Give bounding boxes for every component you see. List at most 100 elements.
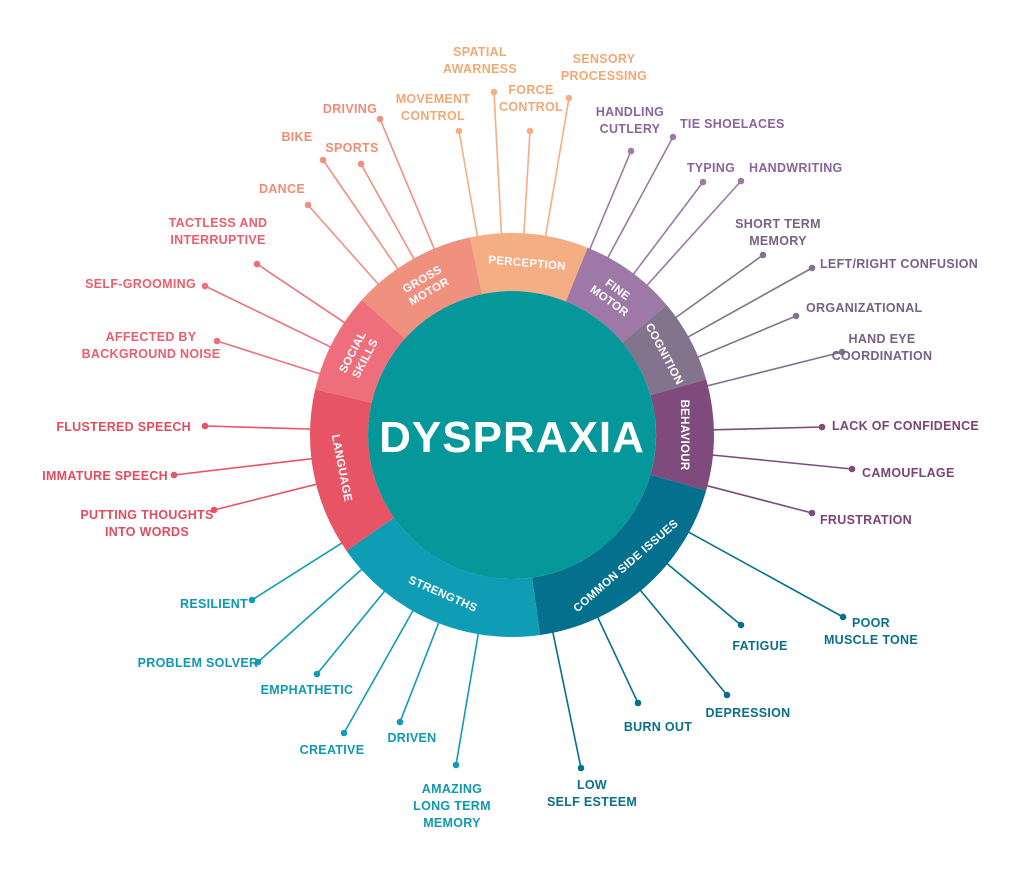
leader-line (307, 204, 383, 289)
item-label-strengths: CREATIVE (300, 743, 365, 757)
item-label-strengths: DRIVEN (387, 731, 436, 745)
item-label-social-skills: INTERRUPTIVE (170, 233, 265, 247)
leader-dot (304, 201, 312, 209)
leader-dot (201, 422, 209, 430)
segment-perception (470, 233, 588, 302)
item-label-strengths: AMAZING (422, 782, 482, 796)
item-label-common-side-issues: LOW (577, 778, 607, 792)
leader-line (213, 482, 323, 511)
item-label-gross-motor: DANCE (259, 182, 305, 196)
leader-dot (808, 509, 816, 517)
leader-dot (838, 348, 846, 356)
leader-line (587, 150, 632, 255)
leader-line (604, 136, 674, 263)
segment-language (309, 389, 395, 551)
leader-dot (792, 312, 800, 320)
leader-line (379, 118, 438, 255)
leader-dot (759, 251, 767, 259)
item-label-cognition: SHORT TERM (735, 217, 821, 231)
leader-line (173, 457, 318, 476)
item-label-language: IMMATURE SPEECH (42, 469, 168, 483)
item-label-perception: PROCESSING (561, 69, 647, 83)
segment-common-side-issues (532, 474, 707, 636)
leader-lines (170, 88, 856, 772)
leader-line (204, 285, 337, 351)
leader-line (629, 181, 704, 280)
leader-dot (577, 764, 585, 772)
leader-line (642, 180, 742, 290)
item-label-cognition: LEFT/RIGHT CONFUSION (820, 257, 978, 271)
leader-dot (170, 471, 178, 479)
leader-dot (737, 621, 745, 629)
item-label-language: FLUSTERED SPEECH (56, 420, 191, 434)
leader-line (683, 528, 844, 618)
item-label-social-skills: BACKGROUND NOISE (82, 347, 221, 361)
leader-dot (319, 156, 327, 164)
leader-line (316, 586, 389, 675)
leader-dot (357, 160, 365, 168)
item-label-perception: MOVEMENT (396, 92, 471, 106)
item-label-language: INTO WORDS (105, 525, 189, 539)
leader-line (360, 163, 418, 265)
leader-dot (455, 127, 463, 135)
leader-dot (839, 613, 847, 621)
leader-line (707, 426, 823, 431)
leader-line (543, 97, 570, 242)
segment-behaviour (650, 379, 714, 491)
item-labels: SPATIALAWARNESSFORCECONTROLSENSORYPROCES… (42, 45, 979, 830)
leader-dot (313, 670, 321, 678)
item-label-common-side-issues: POOR (852, 616, 890, 630)
segment-label-behaviour: BEHAVIOUR (678, 400, 690, 471)
leader-dot (376, 115, 384, 123)
leader-line (662, 559, 742, 626)
leader-dot (669, 133, 677, 141)
item-label-fine-motor: HANDWRITING (749, 161, 843, 175)
leader-line (216, 340, 326, 377)
category-ring (309, 233, 714, 637)
item-label-perception: SENSORY (573, 52, 636, 66)
item-label-social-skills: AFFECTED BY (106, 330, 197, 344)
item-label-common-side-issues: MUSCLE TONE (824, 633, 918, 647)
leader-dot (254, 658, 262, 666)
item-label-strengths: EMPHATHETIC (261, 683, 354, 697)
leader-line (343, 605, 417, 734)
leader-line (493, 91, 503, 240)
item-label-cognition: MEMORY (749, 234, 807, 248)
item-label-common-side-issues: SELF ESTEEM (547, 795, 637, 809)
item-label-gross-motor: SPORTS (325, 141, 378, 155)
item-label-perception: SPATIAL (453, 45, 507, 59)
item-label-perception: CONTROL (401, 109, 465, 123)
leader-dot (818, 423, 826, 431)
leader-dot (213, 337, 221, 345)
item-label-gross-motor: BIKE (281, 130, 312, 144)
leader-dot (848, 465, 856, 473)
item-label-fine-motor: TIE SHOELACES (680, 117, 785, 131)
leader-dot (201, 282, 209, 290)
leader-line (550, 626, 582, 769)
leader-line (692, 315, 797, 360)
leader-dot (565, 94, 573, 102)
diagram-title: DYSPRAXIA (379, 413, 645, 462)
leader-dot (699, 178, 707, 186)
leader-line (257, 565, 367, 663)
item-label-gross-motor: DRIVING (323, 102, 377, 116)
item-label-social-skills: TACTLESS AND (169, 216, 268, 230)
segment-strengths (346, 517, 541, 637)
item-label-perception: CONTROL (499, 100, 563, 114)
item-label-strengths: MEMORY (423, 816, 481, 830)
leader-line (204, 425, 317, 431)
leader-dot (340, 729, 348, 737)
leader-line (706, 453, 853, 470)
center-circle (368, 291, 656, 579)
leader-line (455, 628, 480, 766)
leader-dot (253, 260, 261, 268)
leader-dot (634, 699, 642, 707)
leader-dot (627, 147, 635, 155)
leader-line (701, 351, 843, 388)
leader-dot (248, 596, 256, 604)
leader-line (594, 612, 639, 704)
segment-social-skills (315, 299, 405, 403)
item-label-cognition: ORGANIZATIONAL (806, 301, 923, 315)
item-label-behaviour: CAMOUFLAGE (862, 466, 955, 480)
